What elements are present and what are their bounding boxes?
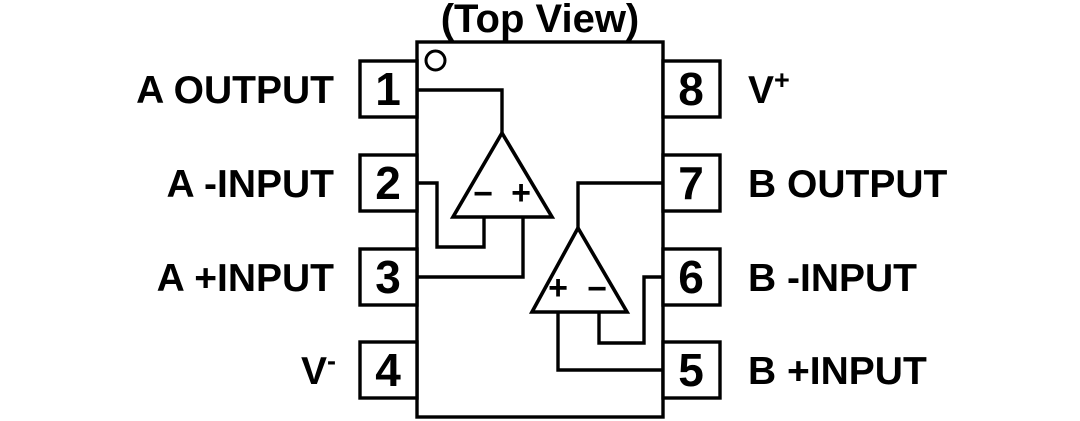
ic-package-body (415, 40, 665, 419)
wire-b-minus-input (597, 275, 663, 345)
pin-label-a-minus-input: A -INPUT (166, 163, 334, 206)
pin-label-v-plus: V+ (748, 65, 790, 112)
pin-4-number: 4 (375, 344, 401, 396)
wire-a-output (417, 88, 504, 133)
pin-2-box (358, 153, 419, 213)
pin-label-v-minus: V- (301, 346, 336, 393)
wire-a-minus-input (417, 181, 486, 249)
pin-4-box (358, 340, 419, 400)
pin-5-number: 5 (678, 344, 704, 396)
v-plus-base: V (748, 69, 774, 112)
pin-2-number: 2 (375, 157, 401, 209)
pin-1-indicator-icon (424, 49, 447, 72)
opamp-a-minus-sign: − (473, 175, 493, 213)
pin-label-a-plus-input: A +INPUT (157, 257, 335, 300)
pin-3-number: 3 (375, 251, 401, 303)
v-minus-superscript: - (327, 346, 336, 376)
wire-b-plus-input (556, 309, 663, 372)
pin-1-box (358, 59, 419, 119)
pin-8-box (661, 59, 722, 119)
pin-8-number: 8 (678, 63, 704, 115)
pin-label-b-minus-input: B -INPUT (748, 257, 917, 300)
pin-label-b-plus-input: B +INPUT (748, 350, 927, 393)
pin-1-number: 1 (375, 63, 401, 115)
pin-3-box (358, 247, 419, 307)
pin-6-box (661, 247, 722, 307)
diagram-title: (Top View) (441, 0, 640, 41)
opamp-b-minus-sign: − (587, 270, 607, 308)
pin-label-a-output: A OUTPUT (136, 69, 334, 112)
opamp-a-plus-sign: + (511, 174, 531, 212)
pin-7-box (661, 153, 722, 213)
opamp-a-triangle (449, 129, 556, 219)
pin-label-b-output: B OUTPUT (748, 163, 948, 206)
wire-b-output (576, 181, 663, 228)
opamp-b-plus-sign: + (548, 269, 568, 307)
pin-7-number: 7 (678, 157, 704, 209)
pin-6-number: 6 (678, 251, 704, 303)
wire-a-plus-input (417, 214, 525, 279)
v-minus-base: V (301, 350, 327, 393)
v-plus-superscript: + (774, 65, 790, 95)
pin-5-box (661, 340, 722, 400)
opamp-b-triangle (528, 224, 631, 314)
